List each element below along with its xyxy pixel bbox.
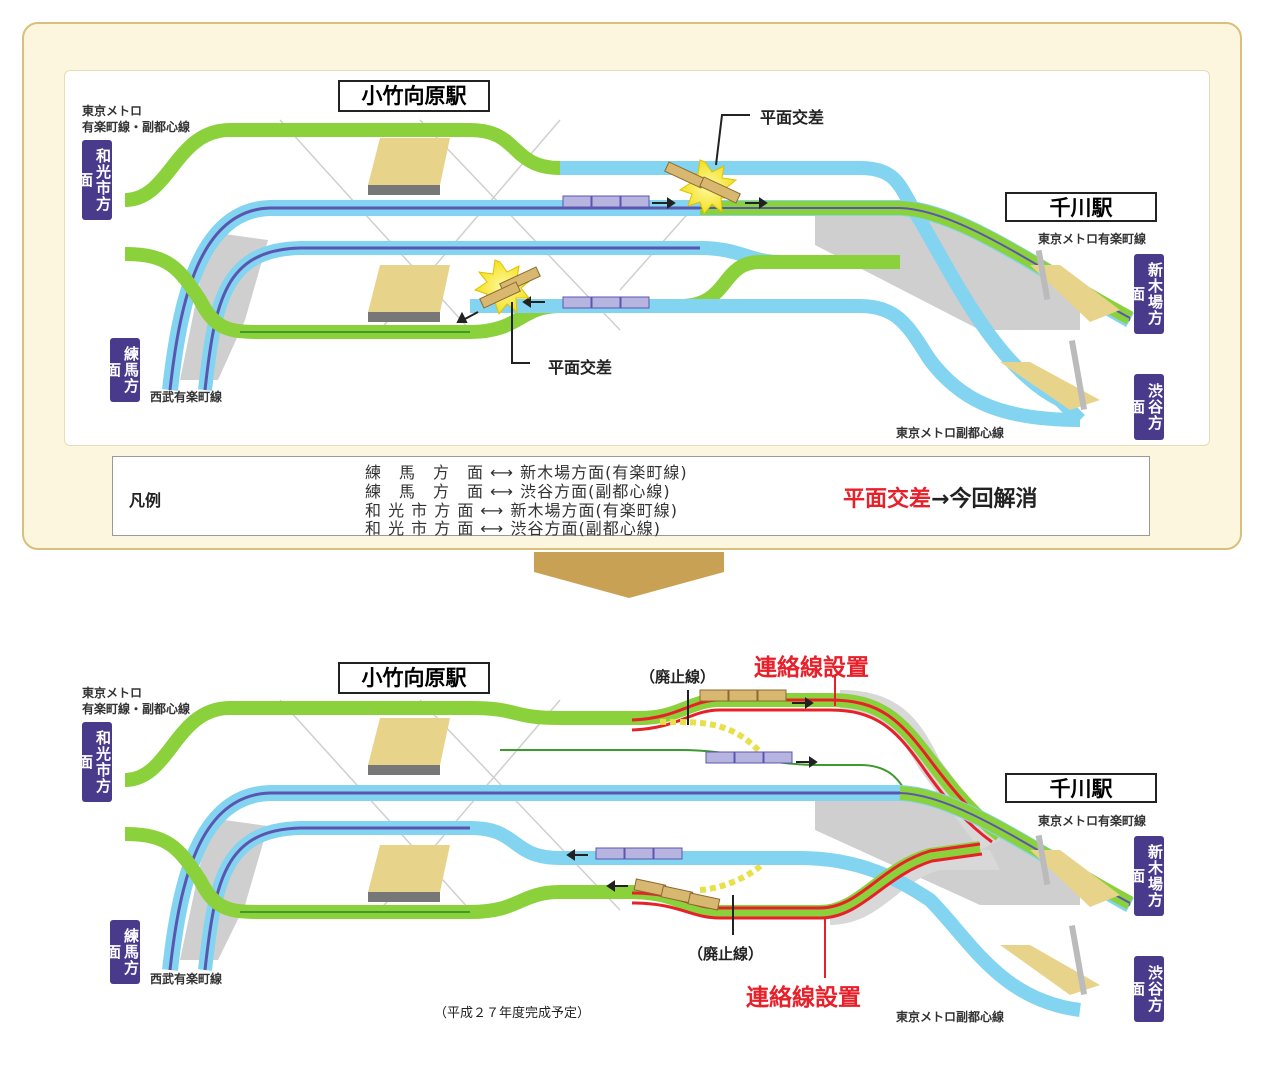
direction-shinkiba-top: 新木場方面 bbox=[1128, 254, 1164, 334]
senkawa-platform-b1 bbox=[1030, 850, 1120, 907]
green-lower-wako-b bbox=[124, 827, 981, 919]
transition-arrow-body bbox=[534, 552, 724, 572]
metro-label-line2-bottom: 有楽町線・副都心線 bbox=[82, 702, 191, 716]
metro-label-line1-top: 東京メトロ bbox=[82, 104, 143, 118]
crossing-label-lower: 平面交差 bbox=[548, 358, 613, 377]
crossing-burst-lower bbox=[473, 259, 541, 316]
abandoned-leaders bbox=[687, 690, 734, 935]
green-wako-upper bbox=[124, 123, 680, 207]
direction-shinkiba-bottom: 新木場方面 bbox=[1128, 836, 1164, 916]
metro-yurakucho-label-top: 東京メトロ有楽町線 bbox=[1038, 232, 1147, 246]
station-kotake-mukaihara-top: 小竹向原駅 bbox=[338, 80, 490, 112]
train-bottom-lower bbox=[595, 847, 683, 860]
crossing-leaders-top bbox=[511, 114, 750, 364]
legend-row-1: 練 馬 方 面 ⟷ 新木場方面(有楽町線) bbox=[365, 463, 688, 482]
direction-nerima-bottom: 練馬方面 bbox=[104, 920, 140, 984]
abandoned-upper bbox=[659, 718, 763, 755]
station-kotake-mukaihara-bottom: 小竹向原駅 bbox=[338, 662, 490, 694]
metro-fukutoshin-label-top: 東京メトロ副都心線 bbox=[896, 426, 1005, 440]
platform-bottom-2 bbox=[368, 845, 450, 892]
metro-label-line1-bottom: 東京メトロ bbox=[82, 686, 143, 700]
legend-note: 平面交差→今回解消 bbox=[843, 481, 1037, 513]
legend-row-3: 和 光 市 方 面 ⟷ 新木場方面(有楽町線) bbox=[365, 501, 678, 520]
red-connector-lower-b bbox=[631, 852, 983, 920]
train-upper bbox=[562, 195, 650, 208]
direction-shibuya-top: 渋谷方面 bbox=[1128, 374, 1164, 440]
train-bottom-upper bbox=[699, 689, 787, 702]
green-lower-wako bbox=[124, 247, 900, 339]
cyan-lower-shibuya bbox=[470, 299, 1081, 427]
concourse-lines-bottom bbox=[279, 699, 621, 911]
senkawa-platform-2 bbox=[1000, 362, 1100, 410]
direction-shibuya-bottom: 渋谷方面 bbox=[1128, 956, 1164, 1022]
abandoned-label-lower: （廃止線） bbox=[688, 945, 764, 963]
station-senkawa-top: 千川駅 bbox=[1005, 192, 1157, 222]
platform-bottom-1-edge bbox=[368, 765, 440, 775]
metro-fukutoshin-label-bottom: 東京メトロ副都心線 bbox=[896, 1010, 1005, 1024]
direction-arrows-top bbox=[456, 197, 768, 323]
seibu-label-bottom: 西武有楽町線 bbox=[150, 972, 223, 986]
direction-arrows-bottom bbox=[566, 697, 818, 892]
pole-2 bbox=[1068, 340, 1088, 410]
platform-top-2 bbox=[368, 265, 450, 312]
train-bottom-red bbox=[633, 878, 721, 911]
platform-bottom-1 bbox=[368, 718, 450, 765]
legend-box: 凡例 練 馬 方 面 ⟷ 新木場方面(有楽町線) 練 馬 方 面 ⟷ 渋谷方面(… bbox=[112, 456, 1150, 538]
train-lower bbox=[562, 296, 650, 309]
pole-b1 bbox=[1035, 834, 1051, 886]
crossing-burst-upper bbox=[664, 159, 741, 216]
platform-bottom-2-edge bbox=[368, 892, 440, 902]
legend-row-4: 和 光 市 方 面 ⟷ 渋谷方面(副都心線) bbox=[365, 519, 661, 538]
connector-label-lower: 連絡線設置 bbox=[746, 985, 861, 1011]
connector-label-upper: 連絡線設置 bbox=[754, 655, 869, 681]
crossing-label-upper: 平面交差 bbox=[760, 108, 825, 127]
purple-lower bbox=[203, 246, 700, 391]
transition-arrow bbox=[534, 572, 724, 598]
legend-note-red: 平面交差 bbox=[843, 487, 932, 512]
pole-b2 bbox=[1068, 925, 1088, 995]
metro-label-line2-top: 有楽町線・副都心線 bbox=[82, 120, 191, 134]
seibu-label-top: 西武有楽町線 bbox=[150, 390, 223, 404]
legend-title: 凡例 bbox=[129, 491, 162, 510]
platform-top-1 bbox=[368, 138, 450, 185]
senkawa-platform-b2 bbox=[1000, 945, 1100, 995]
legend-note-black: →今回解消 bbox=[931, 487, 1038, 512]
train-bottom-mid bbox=[705, 751, 793, 764]
platform-top-1-edge bbox=[368, 185, 440, 195]
flyover-lower bbox=[830, 850, 1000, 925]
direction-wako-bottom: 和光市方面 bbox=[76, 722, 112, 802]
legend-row-2: 練 馬 方 面 ⟷ 渋谷方面(副都心線) bbox=[365, 482, 671, 501]
station-senkawa-bottom: 千川駅 bbox=[1005, 773, 1157, 803]
completion-note: （平成２７年度完成予定） bbox=[434, 1006, 591, 1021]
purple-lower-b bbox=[203, 826, 470, 971]
platform-top-2-edge bbox=[368, 312, 440, 322]
connector-leaders bbox=[824, 676, 836, 978]
pole-1 bbox=[1035, 249, 1051, 301]
direction-nerima-top: 練馬方面 bbox=[104, 338, 140, 402]
abandoned-label-upper: （廃止線） bbox=[640, 668, 716, 686]
metro-yurakucho-label-bottom: 東京メトロ有楽町線 bbox=[1038, 814, 1147, 828]
direction-wako-top: 和光市方面 bbox=[76, 140, 112, 220]
senkawa-platform-1 bbox=[1030, 265, 1120, 322]
